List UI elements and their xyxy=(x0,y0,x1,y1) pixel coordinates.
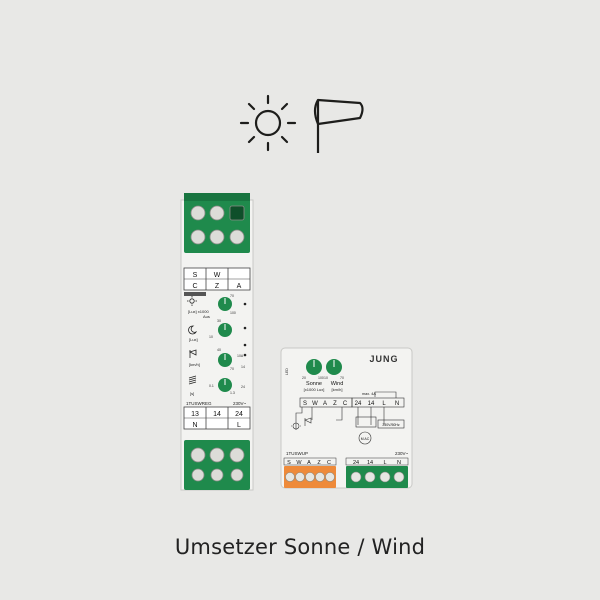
bottom-terminal-block xyxy=(184,440,250,490)
wiring-sun-icon xyxy=(291,422,301,430)
din-dial-dusk[interactable] xyxy=(218,323,232,337)
din-top-terminal-label: Z xyxy=(215,283,220,290)
din-sun-mode: Aus xyxy=(203,314,210,319)
flush-mount-module: JUNG LED 20 100 10 70 Sonne [x1000 Lux] … xyxy=(280,347,413,489)
din-top-terminal-label: S xyxy=(193,272,198,279)
status-leds xyxy=(243,302,247,357)
svg-text:A: A xyxy=(323,401,327,407)
din-dial-mark: 70 xyxy=(230,294,234,298)
screw-terminals-top xyxy=(190,205,245,245)
din-dial-mark: 10 xyxy=(209,335,213,339)
din-dial-mark: 14 xyxy=(241,365,245,369)
din-dial-mark: 10A xyxy=(237,354,244,358)
svg-text:14: 14 xyxy=(368,401,375,407)
wiring-diagram xyxy=(295,391,405,445)
product-caption: Umsetzer Sonne / Wind xyxy=(174,535,426,559)
svg-text:L: L xyxy=(382,401,386,407)
din-model: 1TUSWREG xyxy=(186,401,212,406)
windsock-icon xyxy=(313,98,364,153)
sun-icon xyxy=(239,94,297,152)
svg-text:W: W xyxy=(312,401,318,407)
wind-dial-name: Wind xyxy=(331,381,344,387)
din-dial-mark: 100 xyxy=(230,311,236,315)
svg-text:24: 24 xyxy=(355,401,362,407)
flush-dial-mark: 20 xyxy=(302,376,306,380)
sun-dial-unit: [x1000 Lux] xyxy=(304,387,325,392)
power-terminal-strip xyxy=(346,466,408,488)
motor-symbol: M AC xyxy=(361,437,370,441)
svg-text:14: 14 xyxy=(367,460,373,466)
svg-text:Z: Z xyxy=(333,401,337,407)
din-bottom-terminal-label: L xyxy=(237,422,241,429)
din-dial-mark: 70 xyxy=(230,367,234,371)
din-voltage: 230V~ xyxy=(233,401,247,406)
svg-text:S: S xyxy=(287,460,291,466)
din-rail-module: S W C Z A [Lux] x1000 Aus [Lux] xyxy=(180,193,254,491)
din-dial-mark: 30 xyxy=(217,319,221,323)
sun-dial-name: Sonne xyxy=(306,381,322,387)
din-dial-mark: 24 xyxy=(241,385,245,389)
din-top-terminal-label: W xyxy=(214,272,221,279)
screw-terminals-bottom xyxy=(190,447,245,482)
small-wind-icon xyxy=(188,349,197,358)
din-top-terminal-label: A xyxy=(237,283,242,290)
svg-text:N: N xyxy=(395,401,399,407)
max-current-label: max. 4A xyxy=(362,392,376,396)
din-bottom-terminal-label: N xyxy=(192,422,197,429)
brand-logo: JUNG xyxy=(369,354,398,364)
svg-text:24: 24 xyxy=(353,460,359,466)
wind-sensitivity-dial[interactable] xyxy=(326,359,342,375)
din-dial-mark: 1.3 xyxy=(230,391,235,395)
din-bottom-terminal-label: 24 xyxy=(235,411,243,418)
svg-text:C: C xyxy=(343,401,348,407)
flush-voltage: 230V~ xyxy=(395,451,409,456)
svg-text:N: N xyxy=(397,460,401,466)
small-sun-icon xyxy=(187,296,197,306)
din-dusk-unit: [Lux] xyxy=(189,337,198,342)
svg-text:S: S xyxy=(303,401,307,407)
wind-dial-unit: [km/h] xyxy=(332,387,343,392)
din-dial-mark: 0.1 xyxy=(209,384,214,388)
small-blind-icon xyxy=(188,375,197,385)
pictogram-row xyxy=(239,94,364,153)
led-label: LED xyxy=(285,368,289,375)
wiring-header-right: 24 14 L N xyxy=(351,397,405,408)
moon-icon xyxy=(188,325,198,335)
din-bottom-terminal-label: 14 xyxy=(213,411,221,418)
bottom-label-left: S W A Z C xyxy=(283,457,337,466)
din-dial-mark: 40 xyxy=(217,348,221,352)
flush-dial-mark: 100 xyxy=(318,376,324,380)
svg-text:L: L xyxy=(383,460,386,466)
svg-text:W: W xyxy=(296,460,302,466)
sun-sensitivity-dial[interactable] xyxy=(306,359,322,375)
device-illustration: S W C Z A [Lux] x1000 Aus [Lux] xyxy=(180,193,413,491)
din-wind-unit: [km/h] xyxy=(189,362,200,367)
supply-label: 230V/50Hz xyxy=(382,423,400,427)
din-delay-unit: [s] xyxy=(190,391,194,396)
wiring-wind-icon xyxy=(304,417,312,426)
din-bottom-terminal-label: 13 xyxy=(191,411,199,418)
flush-model: 1TUSWUP xyxy=(286,451,308,456)
bottom-label-right: 24 14 L N xyxy=(345,457,409,466)
din-dial-sun[interactable] xyxy=(218,297,232,311)
svg-text:A: A xyxy=(307,460,311,466)
flush-dial-mark: 10 xyxy=(324,376,328,380)
svg-text:Z: Z xyxy=(317,460,321,466)
din-top-terminal-label: C xyxy=(192,283,197,290)
din-sun-unit: [Lux] x1000 xyxy=(188,309,209,314)
din-dial-delay[interactable] xyxy=(218,378,232,392)
flush-dial-mark: 70 xyxy=(340,376,344,380)
din-dial-wind[interactable] xyxy=(218,353,232,367)
svg-text:C: C xyxy=(327,460,331,466)
